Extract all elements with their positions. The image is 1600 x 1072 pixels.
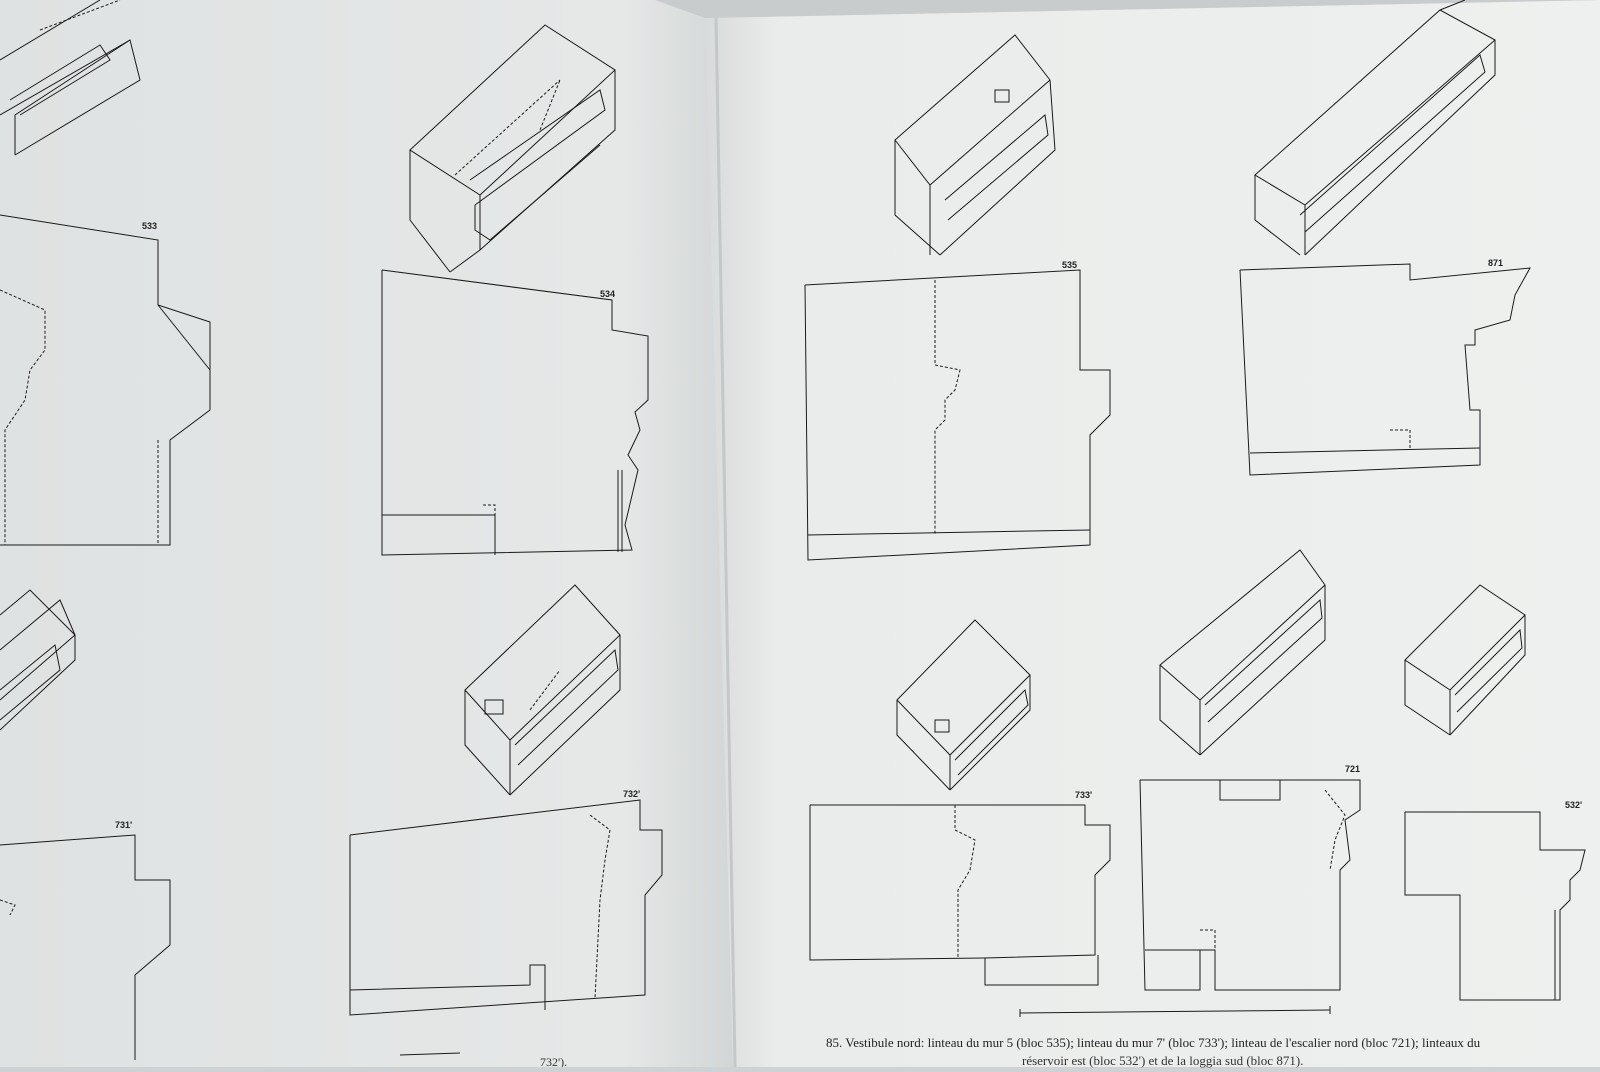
profile-732: [349, 799, 663, 1016]
figure-caption-cont: réservoir est (bloc 532') et de la loggi…: [1022, 1053, 1304, 1068]
profile-534: [381, 269, 649, 556]
iso-block-871: [1254, 0, 1496, 256]
profile-532: [1404, 811, 1586, 1001]
label-534: 534: [600, 289, 615, 299]
profile-871: [1239, 263, 1531, 476]
iso-block-mid-left: [0, 589, 76, 731]
iso-block-732: [464, 584, 621, 796]
spine: [714, 17, 737, 1068]
fragment-732: 732').: [540, 1055, 567, 1067]
iso-block-top-left: [0, 0, 141, 156]
label-535: 535: [1062, 260, 1077, 270]
label-731: 731': [115, 820, 132, 830]
profile-733: [809, 804, 1111, 986]
profile-731: [0, 834, 171, 1060]
label-721: 721: [1345, 764, 1360, 774]
figure-caption: 85. Vestibule nord: linteau du mur 5 (bl…: [826, 1035, 1481, 1050]
profile-535: [804, 269, 1111, 561]
label-871: 871: [1488, 258, 1503, 268]
scale-bar-left: [399, 1052, 461, 1056]
label-533: 533: [142, 221, 157, 231]
iso-block-534: [409, 24, 616, 273]
profile-721: [1139, 779, 1361, 991]
top-gap: [655, 0, 1600, 18]
profile-533: [0, 214, 211, 546]
left-page: [0, 0, 733, 1067]
scale-bar-right: [1019, 1006, 1331, 1017]
iso-block-733: [896, 619, 1031, 791]
iso-block-535: [894, 34, 1056, 256]
iso-block-532: [1404, 584, 1526, 736]
right-page: [705, 0, 1600, 1067]
iso-block-721: [1159, 549, 1326, 756]
label-532: 532': [1565, 800, 1582, 810]
label-732: 732': [623, 789, 640, 799]
label-733: 733': [1075, 790, 1092, 800]
